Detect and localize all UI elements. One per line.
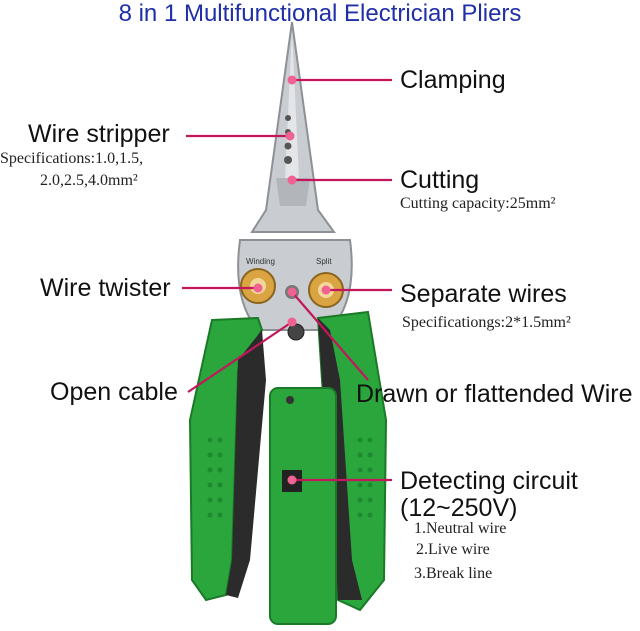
- separate-wires-spec: Specificationgs:2*1.5mm²: [402, 314, 571, 331]
- detect-item-break: 3.Break line: [414, 565, 493, 582]
- pointer-lines: [182, 78, 392, 482]
- label-wire-twister: Wire twister: [40, 274, 171, 302]
- split-mark: Split: [316, 257, 332, 266]
- cutter-edge: [276, 178, 310, 206]
- label-drawn-flattened-wire: Drawn or flattended Wire: [356, 380, 633, 408]
- cutting-spec: Cutting capacity:25mm²: [400, 195, 556, 212]
- wire-stripper-spec-line2: 2.0,2.5,4.0mm²: [40, 172, 138, 189]
- label-detecting-circuit: Detecting circuit: [400, 467, 578, 495]
- label-clamping: Clamping: [400, 66, 506, 94]
- wire-stripper-spec-line1: Specifications:1.0,1.5,: [0, 150, 144, 167]
- detector-module: [269, 387, 337, 625]
- pointer-open-cable: [187, 321, 293, 393]
- detect-item-live: 2.Live wire: [416, 541, 490, 558]
- pointer-drawn: [291, 291, 369, 381]
- label-separate-wires: Separate wires: [400, 280, 567, 308]
- page-title: 8 in 1 Multifunctional Electrician Plier…: [118, 0, 522, 27]
- label-wire-stripper: Wire stripper: [28, 120, 170, 148]
- label-open-cable: Open cable: [50, 378, 178, 406]
- label-detecting-range: (12~250V): [400, 494, 518, 522]
- winding-mark: Winding: [246, 257, 275, 266]
- label-cutting: Cutting: [400, 166, 480, 194]
- detect-item-neutral: 1.Neutral wire: [414, 520, 507, 537]
- pointer-dots: [253, 75, 331, 485]
